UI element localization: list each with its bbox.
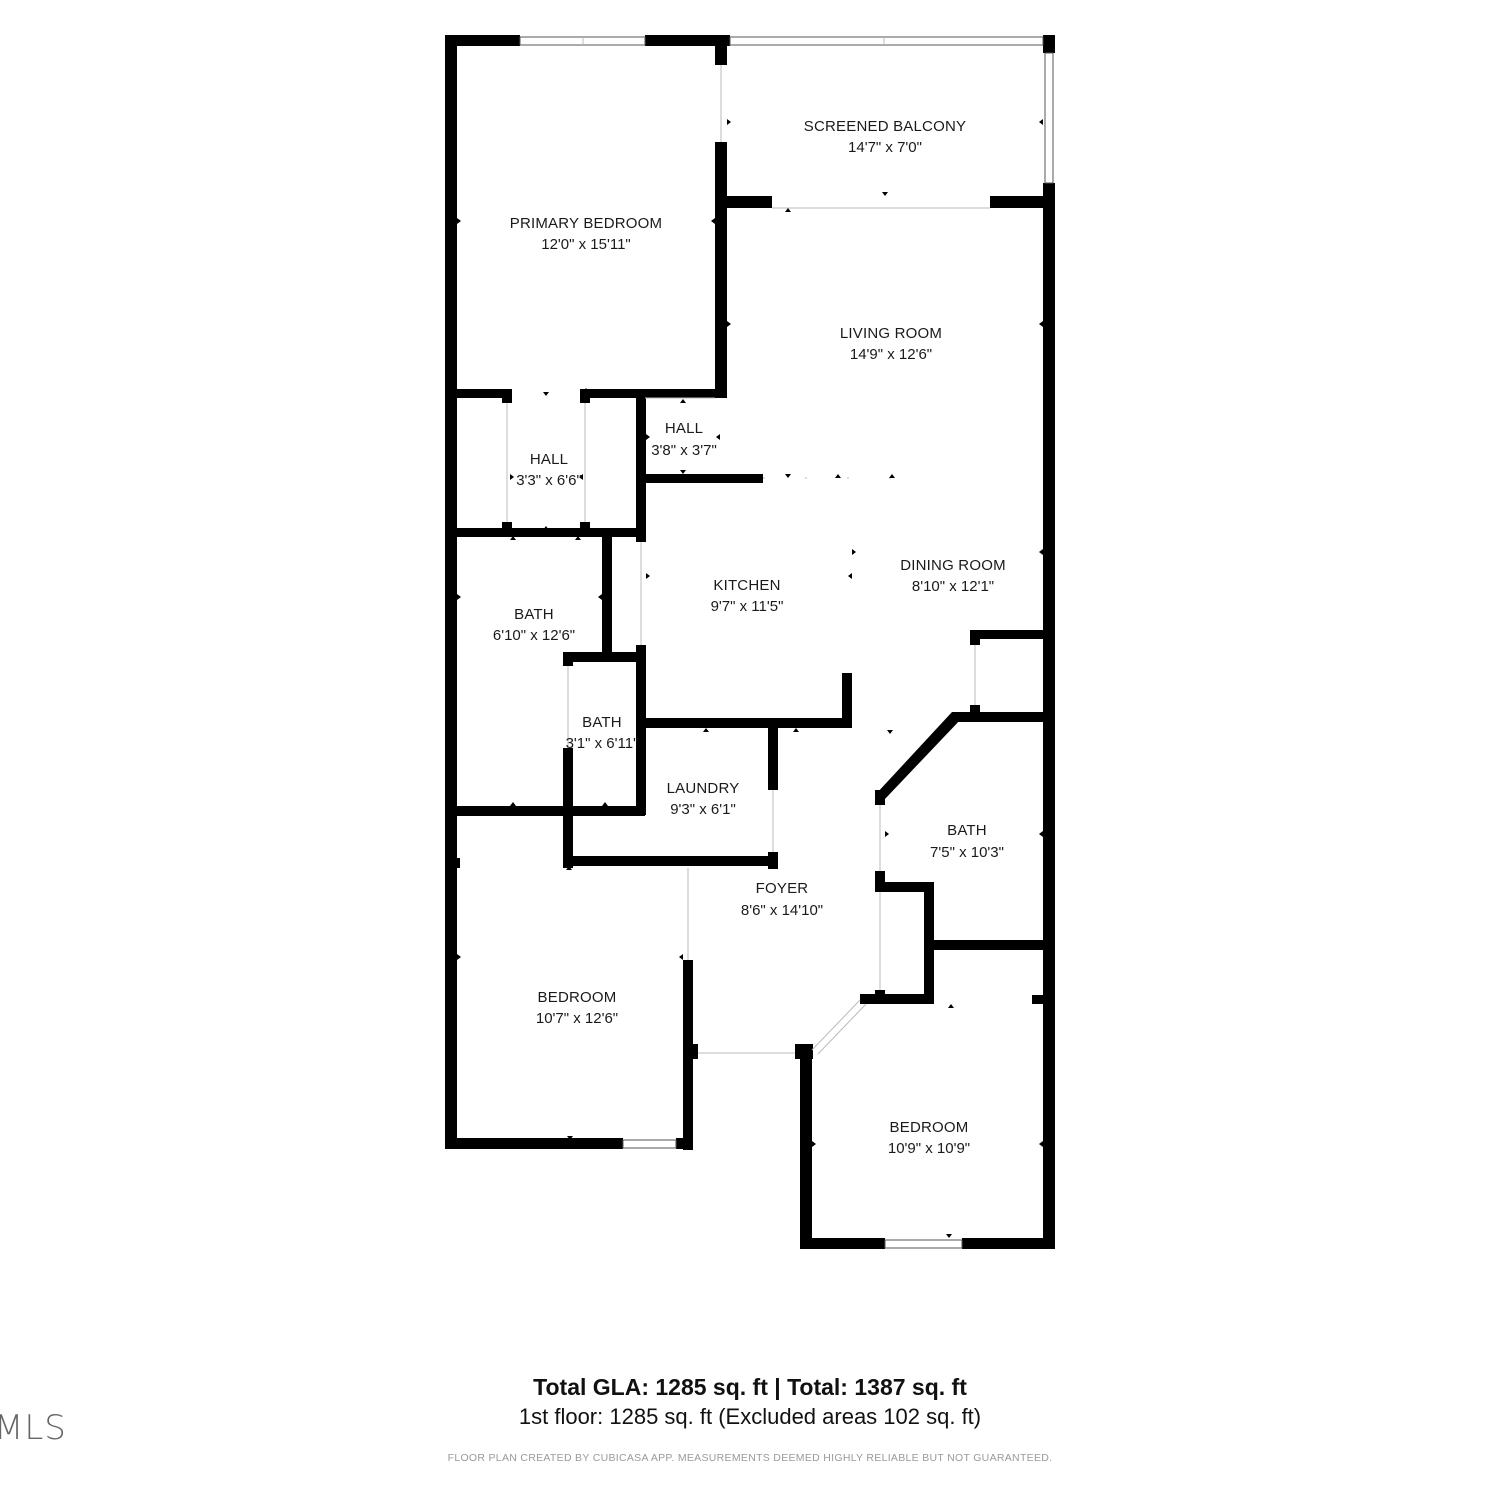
room-name: DINING ROOM [900,557,1006,574]
room-bath-large: BATH 6'10" x 12'6" [493,606,575,644]
room-bedroom-left: BEDROOM 10'7" x 12'6" [536,989,618,1027]
room-name: HALL [665,420,703,437]
openings [506,65,990,1055]
room-dims: 3'3" x 6'6" [516,472,582,489]
room-foyer: FOYER 8'6" x 14'10" [741,880,823,919]
room-dims: 10'7" x 12'6" [536,1010,618,1027]
room-name: BATH [514,606,554,623]
dimension-markers [457,119,1043,1238]
room-dining-room: DINING ROOM 8'10" x 12'1" [900,557,1006,595]
room-name: SCREENED BALCONY [804,118,966,135]
room-dims: 14'9" x 12'6" [850,346,932,363]
room-dims: 8'10" x 12'1" [912,578,994,595]
disclaimer: FLOOR PLAN CREATED BY CUBICASA APP. MEAS… [447,1452,1053,1464]
room-hall-upper: HALL 3'8" x 3'7" [651,420,717,459]
room-name: BATH [582,714,622,731]
room-primary-bedroom: PRIMARY BEDROOM 12'0" x 15'11" [510,215,662,253]
room-bath-small: BATH 3'1" x 6'11" [566,714,639,752]
room-name: KITCHEN [713,577,780,594]
room-kitchen: KITCHEN 9'7" x 11'5" [711,577,784,615]
area-summary: Total GLA: 1285 sq. ft | Total: 1387 sq.… [0,1372,1500,1432]
room-dims: 10'9" x 10'9" [888,1140,970,1157]
floor-area: 1st floor: 1285 sq. ft (Excluded areas 1… [518,1404,982,1429]
room-name: FOYER [756,880,809,897]
room-bedroom-right: BEDROOM 10'9" x 10'9" [888,1119,970,1157]
windows [519,36,1054,1249]
total-area: Total GLA: 1285 sq. ft | Total: 1387 sq.… [533,1374,967,1400]
room-name: BEDROOM [890,1119,969,1136]
room-name: PRIMARY BEDROOM [510,215,662,232]
walls [445,35,1055,1249]
room-laundry: LAUNDRY 9'3" x 6'1" [667,780,740,818]
room-name: LIVING ROOM [840,325,942,342]
room-living-room: LIVING ROOM 14'9" x 12'6" [840,325,942,363]
room-dims: 9'7" x 11'5" [711,598,784,615]
room-dims: 7'5" x 10'3" [930,844,1004,861]
room-dims: 9'3" x 6'1" [670,801,736,818]
room-dims: 3'8" x 3'7" [651,442,717,459]
room-screened-balcony: SCREENED BALCONY 14'7" x 7'0" [804,118,966,156]
room-name: HALL [530,451,568,468]
room-dims: 14'7" x 7'0" [848,139,922,156]
mls-logo: MLS [0,1408,67,1448]
room-dims: 3'1" x 6'11" [566,735,639,752]
room-dims: 8'6" x 14'10" [741,902,823,919]
room-name: BEDROOM [538,989,617,1006]
room-bath-right: BATH 7'5" x 10'3" [930,822,1004,861]
room-hall-left: HALL 3'3" x 6'6" [516,451,582,489]
room-name: BATH [947,822,987,839]
room-dims: 6'10" x 12'6" [493,627,575,644]
room-dims: 12'0" x 15'11" [541,236,631,253]
room-name: LAUNDRY [667,780,740,797]
